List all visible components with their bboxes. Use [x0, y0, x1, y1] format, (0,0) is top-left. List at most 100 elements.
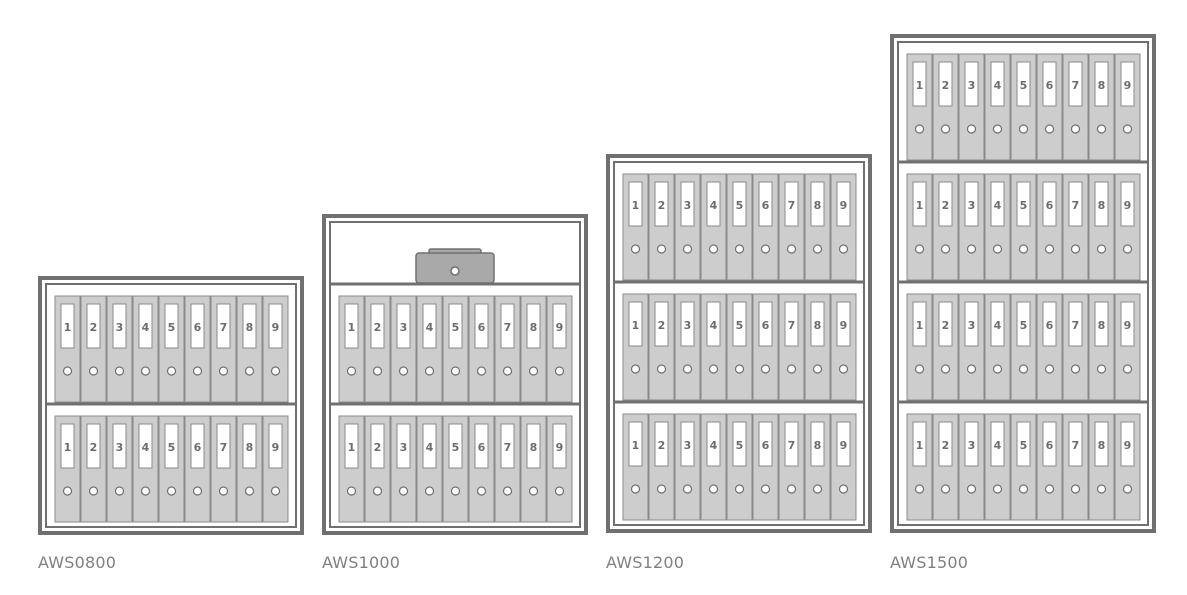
binder-spine — [184, 415, 211, 523]
binder-label-slot — [836, 421, 851, 467]
binder-ring-hole-icon — [1122, 124, 1133, 134]
binder-7: 7 — [1062, 413, 1089, 521]
binder-number: 8 — [246, 441, 254, 454]
binder-number: 5 — [168, 321, 176, 334]
binder-3: 3 — [958, 413, 985, 521]
binder-number: 7 — [788, 319, 796, 332]
binder-number: 2 — [942, 79, 950, 92]
binder-label-slot — [654, 421, 669, 467]
binder-4: 4 — [984, 293, 1011, 401]
binder-number: 3 — [116, 441, 124, 454]
binder-label-slot — [1042, 421, 1057, 467]
binder-3: 3 — [106, 295, 133, 403]
binder-number: 3 — [684, 439, 692, 452]
binder-number: 9 — [1124, 199, 1132, 212]
binder-ring-hole-icon — [966, 244, 977, 254]
binder-number: 9 — [556, 441, 564, 454]
binder-label-slot — [1094, 421, 1109, 467]
binder-2: 2 — [364, 295, 391, 403]
binder-2: 2 — [364, 415, 391, 523]
binder-label-slot — [344, 423, 359, 469]
binder-number: 9 — [272, 321, 280, 334]
binder-number: 7 — [504, 441, 512, 454]
binder-number: 5 — [1020, 79, 1028, 92]
binder-2: 2 — [80, 415, 107, 523]
binder-label-slot — [706, 421, 721, 467]
binder-ring-hole-icon — [914, 364, 925, 374]
binder-ring-hole-icon — [1018, 244, 1029, 254]
binder-ring-hole-icon — [528, 366, 539, 376]
binder-ring-hole-icon — [682, 364, 693, 374]
binder-number: 4 — [142, 441, 150, 454]
binder-label-slot — [784, 421, 799, 467]
binder-ring-hole-icon — [1070, 124, 1081, 134]
binder-ring-hole-icon — [554, 486, 565, 496]
binder-label-slot — [938, 301, 953, 347]
binder-label-slot — [396, 423, 411, 469]
binder-9: 9 — [1114, 53, 1141, 161]
cash-box-lock-icon — [450, 266, 460, 276]
binder-1: 1 — [906, 413, 933, 521]
binder-ring-hole-icon — [786, 364, 797, 374]
binder-number: 9 — [1124, 319, 1132, 332]
binder-number: 7 — [1072, 199, 1080, 212]
binder-9: 9 — [1114, 293, 1141, 401]
binder-label-slot — [138, 303, 153, 349]
binder-number: 2 — [374, 321, 382, 334]
binder-number: 4 — [994, 79, 1002, 92]
binder-ring-hole-icon — [1018, 364, 1029, 374]
binder-label-slot — [810, 421, 825, 467]
binder-ring-hole-icon — [940, 244, 951, 254]
binder-4: 4 — [984, 413, 1011, 521]
binder-7: 7 — [778, 293, 805, 401]
binder-label-slot — [448, 303, 463, 349]
binder-spine — [158, 415, 185, 523]
binder-label-slot — [1068, 181, 1083, 227]
binder-label-slot — [938, 421, 953, 467]
binder-spine — [494, 295, 521, 403]
binder-7: 7 — [494, 295, 521, 403]
binder-4: 4 — [700, 413, 727, 521]
binder-1: 1 — [54, 415, 81, 523]
binder-label-slot — [1042, 181, 1057, 227]
binder-ring-hole-icon — [1122, 484, 1133, 494]
binder-spine — [778, 173, 805, 281]
binder-ring-hole-icon — [450, 486, 461, 496]
binder-number: 7 — [788, 199, 796, 212]
binder-number: 8 — [814, 199, 822, 212]
binder-1: 1 — [622, 293, 649, 401]
binder-number: 9 — [840, 199, 848, 212]
binder-1: 1 — [906, 53, 933, 161]
binder-3: 3 — [958, 293, 985, 401]
binder-number: 9 — [556, 321, 564, 334]
binder-ring-hole-icon — [966, 124, 977, 134]
binder-ring-hole-icon — [244, 366, 255, 376]
binder-label-slot — [1042, 61, 1057, 107]
cabinet-inner-frame — [329, 221, 581, 528]
binder-number: 6 — [478, 321, 486, 334]
binder-4: 4 — [984, 173, 1011, 281]
binder-1: 1 — [54, 295, 81, 403]
binder-number: 1 — [916, 199, 924, 212]
binder-number: 5 — [1020, 319, 1028, 332]
binder-label-slot — [1068, 61, 1083, 107]
binder-spine — [804, 413, 831, 521]
binder-label-slot — [86, 423, 101, 469]
binder-number: 1 — [916, 79, 924, 92]
binder-label-slot — [758, 301, 773, 347]
binder-number: 4 — [142, 321, 150, 334]
binder-4: 4 — [984, 53, 1011, 161]
binder-7: 7 — [210, 295, 237, 403]
binder-ring-hole-icon — [1018, 124, 1029, 134]
binder-label-slot — [680, 421, 695, 467]
binder-number: 7 — [504, 321, 512, 334]
binder-label-slot — [628, 301, 643, 347]
binder-4: 4 — [416, 295, 443, 403]
binder-ring-hole-icon — [398, 366, 409, 376]
binder-7: 7 — [1062, 293, 1089, 401]
binder-ring-hole-icon — [476, 486, 487, 496]
binder-number: 7 — [1072, 439, 1080, 452]
